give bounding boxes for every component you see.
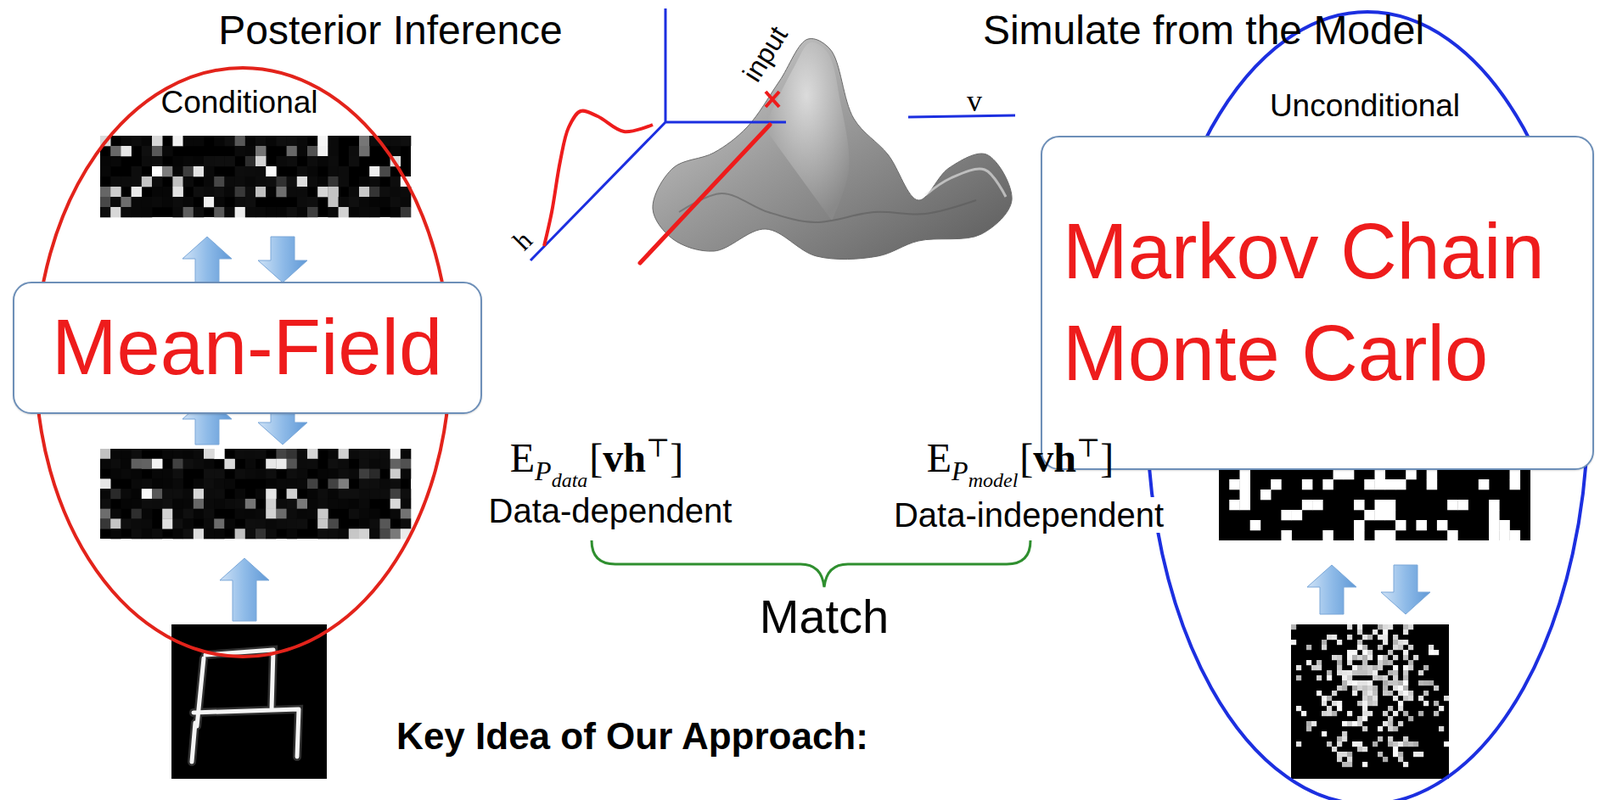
annotation-label: h bbox=[507, 225, 538, 256]
formula-part: ⊤ bbox=[645, 433, 670, 462]
formula-part: E bbox=[510, 435, 535, 481]
formula-part: [ bbox=[1017, 435, 1033, 481]
flow-arrow bbox=[219, 558, 270, 622]
annotation-label: Simulate from the Model bbox=[982, 9, 1425, 52]
flow-arrow bbox=[1381, 565, 1431, 615]
energy-surface bbox=[652, 39, 1016, 260]
match-brace bbox=[591, 540, 1031, 588]
formula-part: P bbox=[951, 455, 969, 487]
formula-part: model bbox=[968, 469, 1019, 492]
activation-image bbox=[100, 449, 411, 539]
formula-part: [ bbox=[587, 435, 603, 481]
method-name: Markov Chain Monte Carlo bbox=[1062, 201, 1572, 405]
formula-part: ⊤ bbox=[1076, 433, 1101, 462]
formula-part: vh bbox=[602, 435, 646, 481]
formula-part: E bbox=[926, 435, 952, 481]
formula-part: ] bbox=[1100, 435, 1114, 481]
sample-image bbox=[1291, 624, 1449, 780]
region-label: Conditional bbox=[160, 86, 318, 118]
annotation-label: Match bbox=[759, 592, 890, 643]
method-box: Markov Chain Monte Carlo bbox=[1040, 135, 1595, 472]
flow-arrow bbox=[1307, 565, 1357, 615]
flow-arrow bbox=[182, 236, 232, 283]
annotation-label: Posterior Inference bbox=[218, 9, 563, 52]
annotation-label: Data-dependent bbox=[488, 493, 733, 529]
method-name: Mean-Field bbox=[51, 297, 443, 399]
expectation-formula: EPdata[vh⊤] bbox=[510, 437, 684, 479]
activation-image bbox=[100, 135, 411, 218]
axes bbox=[530, 8, 786, 264]
formula-part: data bbox=[551, 469, 589, 492]
method-box: Mean-Field bbox=[12, 281, 483, 415]
region-ellipse: Markov Chain Monte CarloUnconditional bbox=[1145, 10, 1590, 800]
key-idea-text: Key Idea of Our Approach: bbox=[396, 717, 869, 757]
formula-part: ] bbox=[669, 435, 684, 481]
annotation-label: Data-independent bbox=[891, 497, 1167, 534]
formula-part: P bbox=[534, 455, 552, 487]
flow-arrow bbox=[258, 236, 308, 283]
region-label: Unconditional bbox=[1269, 89, 1460, 122]
formula-part: vh bbox=[1032, 435, 1077, 481]
expectation-formula: EPmodel[vh⊤] bbox=[926, 437, 1114, 479]
region-ellipse: Mean-Field Conditional bbox=[33, 66, 452, 659]
annotation-label: v bbox=[966, 85, 983, 118]
annotation-label: input bbox=[737, 22, 793, 88]
